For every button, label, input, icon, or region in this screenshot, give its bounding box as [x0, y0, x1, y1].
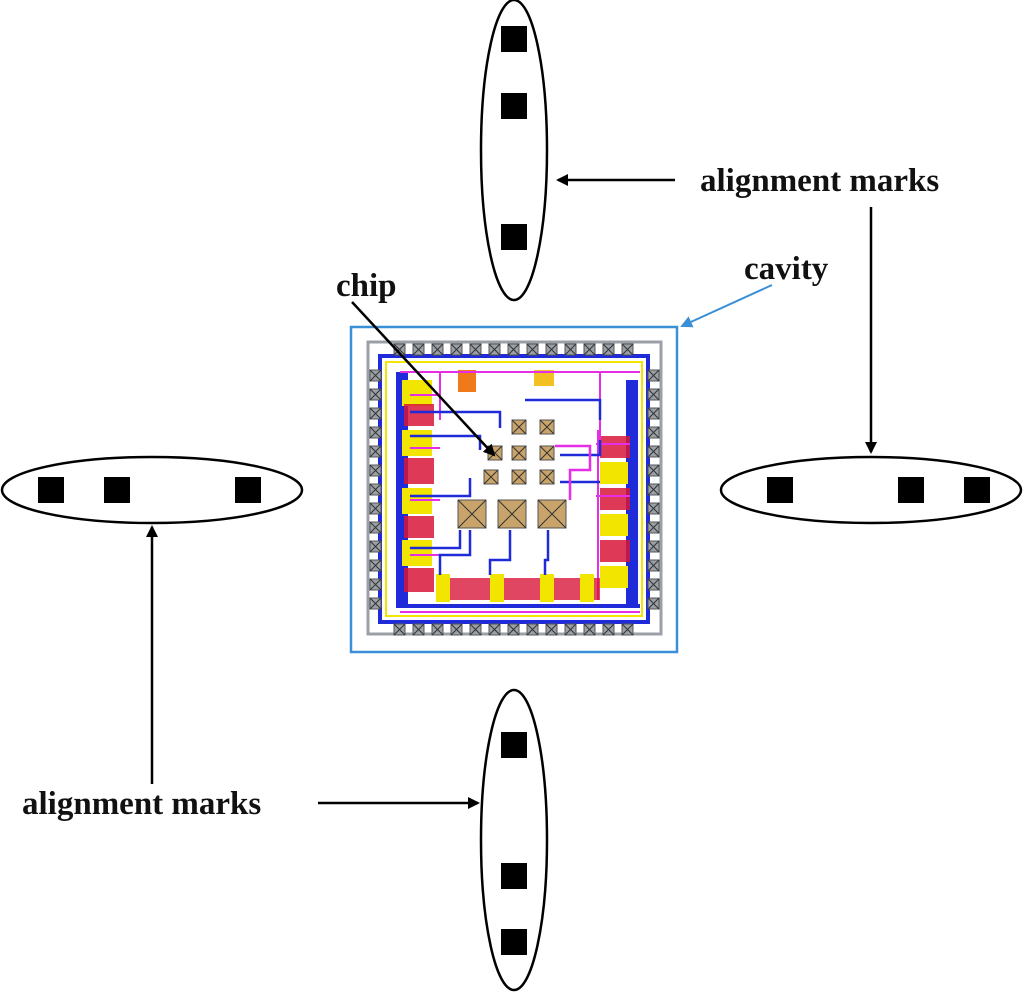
- bond-pad-icon: [647, 407, 660, 420]
- bond-pad-icon: [369, 464, 382, 477]
- bond-pad-icon: [412, 623, 425, 636]
- bond-pad-icon: [647, 578, 660, 591]
- alignment-ellipse-bottom: [479, 688, 549, 992]
- bond-pad-icon: [526, 623, 539, 636]
- bond-pad-icon: [647, 388, 660, 401]
- alignment-mark: [104, 477, 130, 503]
- bond-pad-icon: [412, 343, 425, 356]
- alignment-mark: [501, 93, 527, 119]
- bond-pad-icon: [647, 540, 660, 553]
- bond-pad-icon: [488, 343, 501, 356]
- arrow-to-cavity: [680, 284, 773, 328]
- alignment-mark: [767, 477, 793, 503]
- chip-left-device-column: [396, 372, 440, 608]
- bond-pad-icon: [431, 343, 444, 356]
- alignment-ellipse-right: [719, 455, 1023, 525]
- bond-pad-icon: [545, 623, 558, 636]
- bond-pad-icon: [647, 597, 660, 610]
- bond-pad-icon: [431, 623, 444, 636]
- arrow-to-chip: [351, 301, 496, 457]
- bond-pad-icon: [369, 521, 382, 534]
- bond-pad-icon: [621, 343, 634, 356]
- alignment-mark: [501, 732, 527, 758]
- alignment-mark: [964, 477, 990, 503]
- bond-pad-icon: [369, 597, 382, 610]
- bond-pad-icon: [602, 343, 615, 356]
- alignment-ellipse-top: [479, 0, 549, 302]
- bond-pad-icon: [564, 623, 577, 636]
- bond-pad-icon: [511, 469, 527, 485]
- bond-pad-icon: [369, 407, 382, 420]
- bond-pad-icon: [526, 343, 539, 356]
- alignment-mark: [501, 863, 527, 889]
- bond-pad-icon: [545, 343, 558, 356]
- bond-pad-icon: [369, 578, 382, 591]
- bond-pad-icon: [450, 343, 463, 356]
- bond-pad-icon: [507, 623, 520, 636]
- chip-layout: [366, 340, 663, 636]
- bond-pad-icon: [647, 445, 660, 458]
- bond-pad-icon: [647, 559, 660, 572]
- bond-pad-icon: [497, 499, 527, 529]
- alignment-mark: [38, 477, 64, 503]
- bond-pad-icon: [583, 343, 596, 356]
- chip-routing: [410, 398, 602, 575]
- bond-pad-icon: [564, 343, 577, 356]
- bond-pad-icon: [647, 426, 660, 439]
- alignment-mark: [501, 26, 527, 52]
- bond-pad-icon: [369, 388, 382, 401]
- bond-pad-icon: [537, 499, 567, 529]
- alignment-mark: [501, 929, 527, 955]
- chip-bottom-device-row: [400, 574, 640, 613]
- bond-pad-icon: [450, 623, 463, 636]
- bond-pad-icon: [469, 623, 482, 636]
- bond-pad-icon: [369, 559, 382, 572]
- bond-pad-icon: [647, 464, 660, 477]
- bond-pad-icon: [602, 623, 615, 636]
- bond-pad-icon: [369, 445, 382, 458]
- bond-pad-icon: [647, 369, 660, 382]
- bond-pad-icon: [539, 469, 555, 485]
- alignment-ellipse-left: [0, 455, 304, 525]
- bond-pad-icon: [488, 623, 501, 636]
- bond-pad-icon: [507, 343, 520, 356]
- alignment-mark: [898, 477, 924, 503]
- bond-pad-icon: [647, 502, 660, 515]
- bond-pad-icon: [511, 419, 527, 435]
- bond-pad-icon: [369, 483, 382, 496]
- label-alignment-marks-top: alignment marks: [700, 163, 939, 199]
- bond-pad-icon: [647, 483, 660, 496]
- label-alignment-marks-bottom: alignment marks: [22, 786, 261, 822]
- bond-pad-icon: [469, 343, 482, 356]
- bond-pad-icon: [369, 369, 382, 382]
- bond-pad-icon: [539, 419, 555, 435]
- bond-pad-icon: [393, 623, 406, 636]
- label-chip: chip: [336, 268, 397, 304]
- label-cavity: cavity: [744, 251, 829, 287]
- chip-large-pads: [457, 499, 567, 529]
- alignment-mark: [501, 224, 527, 250]
- chip-right-device-column: [596, 380, 638, 608]
- bond-pad-icon: [457, 499, 487, 529]
- bond-pad-icon: [511, 445, 527, 461]
- bond-pad-icon: [369, 502, 382, 515]
- bond-pad-icon: [583, 623, 596, 636]
- bond-pad-icon: [369, 540, 382, 553]
- bond-pad-icon: [369, 426, 382, 439]
- bond-pad-icon: [487, 445, 503, 461]
- bond-pad-icon: [621, 623, 634, 636]
- bond-pad-icon: [647, 521, 660, 534]
- bond-pad-icon: [539, 445, 555, 461]
- alignment-mark: [235, 477, 261, 503]
- bond-pad-icon: [483, 469, 499, 485]
